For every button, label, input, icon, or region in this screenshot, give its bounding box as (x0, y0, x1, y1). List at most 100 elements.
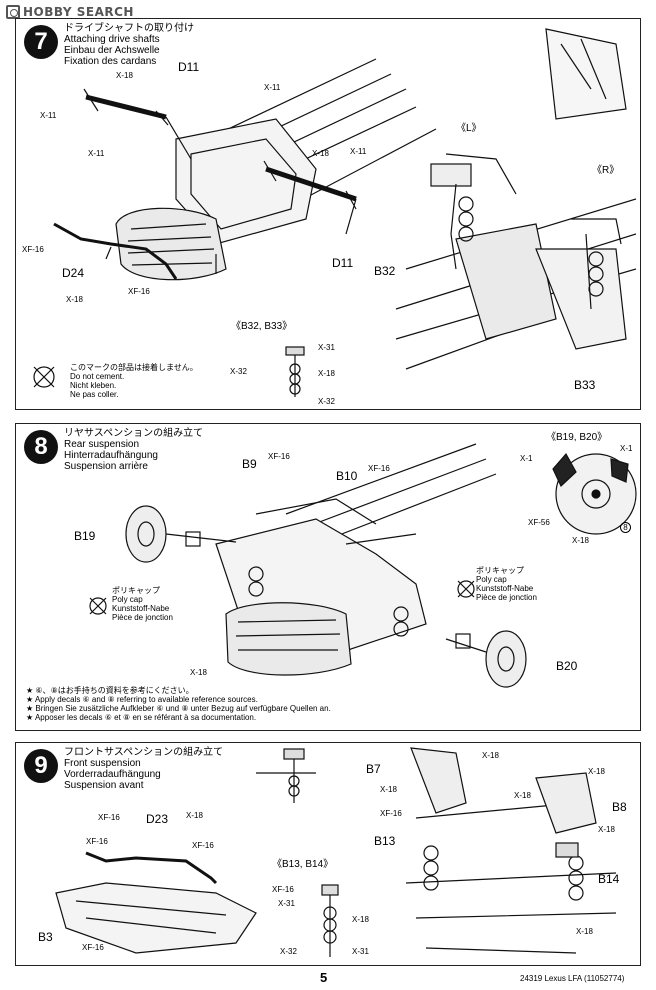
fastener-label: XF-16 (192, 841, 214, 850)
title-ja: ドライブシャフトの取り付け (64, 23, 194, 34)
fastener-label: XF-56 (528, 518, 550, 527)
fastener-label: X-18 (352, 915, 369, 924)
fastener-label: X-11 (40, 111, 57, 120)
kit-code: 24319 Lexus LFA (11052774) (520, 974, 625, 983)
fastener-label: XF-16 (86, 837, 108, 846)
title-en: Rear suspension (64, 439, 140, 450)
fastener-label: X-31 (278, 899, 295, 908)
step-title: フロントサスペンションの組み立て Front suspension Vorder… (64, 747, 223, 791)
fastener-label: X-18 (318, 369, 335, 378)
part-label-b8: B8 (612, 800, 627, 814)
drive-shaft-illustration (33, 28, 637, 397)
part-label-b13: B13 (374, 834, 396, 848)
step-title: リヤサスペンションの組み立て Rear suspension Hinterrad… (64, 428, 203, 472)
fastener-label: X-18 (66, 295, 83, 304)
decal-note: ★ ⑥、⑧はお手持ちの資料を参考にください。 ★ Apply decals ⑥ … (26, 686, 331, 722)
part-label-d24: D24 (62, 266, 85, 280)
part-label-d23: D23 (146, 812, 169, 826)
part-label-b10: B10 (336, 469, 358, 483)
polycap-ja: ポリキャップ (112, 586, 160, 595)
fastener-label: X-32 (230, 367, 247, 376)
part-label-b7: B7 (366, 762, 381, 776)
title-de: Einbau der Achswelle (64, 45, 160, 56)
view-label-b19-b20: 《B19, B20》 (546, 432, 608, 443)
fastener-label: X-1 (520, 454, 533, 463)
part-label-b33: B33 (574, 378, 596, 392)
title-fr: Suspension avant (64, 780, 144, 791)
fastener-label: X-11 (350, 147, 367, 156)
fastener-label: X-1 (620, 444, 633, 453)
fastener-label: XF-16 (22, 245, 44, 254)
hobby-search-watermark: HOBBY SEARCH (6, 4, 134, 20)
polycap-de: Kunststoff-Nabe (476, 584, 534, 593)
fastener-label: XF-16 (268, 452, 290, 461)
part-label-b20: B20 (556, 659, 578, 673)
title-de: Vorderradaufhängung (64, 769, 161, 780)
polycap-de: Kunststoff-Nabe (112, 604, 170, 613)
part-label-d11: D11 (178, 60, 200, 74)
view-label-left: 《L》 (456, 123, 482, 134)
fastener-label: X-31 (352, 947, 369, 956)
fastener-label: XF-16 (98, 813, 120, 822)
fastener-label: X-18 (312, 149, 329, 158)
fastener-label: X-18 (588, 767, 605, 776)
fastener-label: X-32 (318, 397, 335, 406)
decal-note-de: ★ Bringen Sie zusätzliche Aufkleber ⑥ un… (26, 704, 331, 713)
part-label-b9: B9 (242, 457, 257, 471)
fastener-label: X-18 (572, 536, 589, 545)
fastener-label: X-18 (116, 71, 133, 80)
view-label-b32-b33: 《B32, B33》 (231, 321, 293, 332)
view-label-right: 《R》 (592, 165, 620, 176)
part-label-b32: B32 (374, 264, 396, 278)
do-not-cement-note: このマークの部品は接着しません。 Do not cement. Nicht kl… (70, 363, 198, 399)
step-9-panel: 9 フロントサスペンションの組み立て Front suspension Vord… (15, 742, 641, 966)
part-label-b19: B19 (74, 529, 96, 543)
fastener-label: X-31 (318, 343, 335, 352)
fastener-label: XF-16 (380, 809, 402, 818)
title-fr: Fixation des cardans (64, 56, 157, 67)
fastener-label: X-18 (186, 811, 203, 820)
watermark-text: HOBBY SEARCH (23, 5, 134, 19)
title-en: Front suspension (64, 758, 141, 769)
view-label-b13-b14: 《B13, B14》 (272, 859, 334, 870)
step-7-panel: 7 ドライブシャフトの取り付け Attaching drive shafts E… (15, 18, 641, 410)
fastener-label: X-18 (514, 791, 531, 800)
note-fr: Ne pas coller. (70, 390, 119, 399)
polycap-en: Poly cap (112, 595, 143, 604)
title-en: Attaching drive shafts (64, 34, 160, 45)
decal-note-en: ★ Apply decals ⑥ and ⑧ referring to avai… (26, 695, 258, 704)
fastener-label: X-11 (88, 149, 105, 158)
front-suspension-illustration (55, 747, 617, 957)
polycap-en: Poly cap (476, 575, 507, 584)
title-fr: Suspension arrière (64, 461, 148, 472)
fastener-label: XF-16 (128, 287, 150, 296)
watermark-icon (6, 5, 20, 19)
title-ja: フロントサスペンションの組み立て (64, 747, 224, 758)
fastener-label: X-18 (190, 668, 207, 677)
decal-note-fr: ★ Apposer les decals ⑥ et ⑧ en se référa… (26, 713, 257, 722)
title-ja: リヤサスペンションの組み立て (64, 428, 204, 439)
fastener-label: X-18 (598, 825, 615, 834)
note-en: Do not cement. (70, 372, 125, 381)
step-8-panel: 8 リヤサスペンションの組み立て Rear suspension Hinterr… (15, 423, 641, 731)
fastener-label: XF-16 (82, 943, 104, 952)
fastener-label: XF-16 (272, 885, 294, 894)
part-label-b3: B3 (38, 930, 53, 944)
polycap-ja: ポリキャップ (476, 566, 524, 575)
fastener-label: X-18 (576, 927, 593, 936)
rear-suspension-illustration (89, 443, 637, 688)
step-number: 7 (24, 25, 58, 59)
fastener-label: X-18 (380, 785, 397, 794)
polycap-fr: Pièce de jonction (112, 613, 173, 622)
polycap-fr: Pièce de jonction (476, 593, 537, 602)
polycap-note-left: ポリキャップ Poly cap Kunststoff-Nabe Pièce de… (112, 586, 173, 622)
page-number: 5 (320, 970, 328, 985)
polycap-note-right: ポリキャップ Poly cap Kunststoff-Nabe Pièce de… (476, 566, 537, 602)
fastener-label: XF-16 (368, 464, 390, 473)
decal-number: 8 (620, 522, 631, 533)
fastener-label: X-18 (482, 751, 499, 760)
fastener-label: X-32 (280, 947, 297, 956)
step-number: 9 (24, 749, 58, 783)
note-ja: このマークの部品は接着しません。 (70, 363, 198, 372)
decal-note-ja: ★ ⑥、⑧はお手持ちの資料を参考にください。 (26, 686, 194, 695)
